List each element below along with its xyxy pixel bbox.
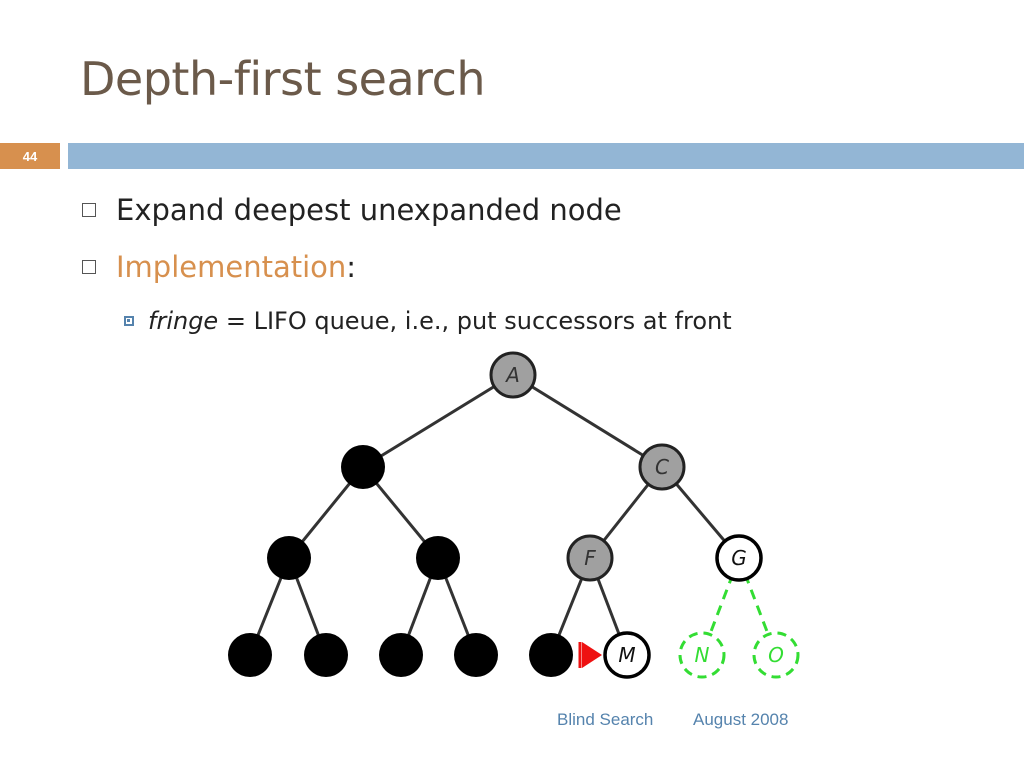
node-i: [304, 633, 348, 677]
label-o: O: [768, 643, 784, 667]
label-f: F: [584, 546, 596, 570]
label-a: A: [504, 363, 520, 387]
node-o: [752, 631, 800, 679]
label-g: G: [731, 546, 747, 570]
node-g: [715, 534, 763, 582]
white-nodes: [603, 534, 763, 679]
fringe-word: fringe: [148, 307, 219, 335]
gray-nodes: [489, 351, 686, 582]
implementation-label: Implementation: [116, 250, 347, 284]
bullet-box-icon: [82, 260, 96, 274]
bullet-box-icon: [82, 203, 96, 217]
node-a: [489, 351, 537, 399]
slide-title: Depth-first search: [80, 52, 486, 106]
bullet-expand-text: Expand deepest unexpanded node: [116, 193, 622, 227]
bullet-expand: Expand deepest unexpanded node: [82, 193, 622, 227]
label-m: M: [618, 643, 635, 667]
edge-a-b: [362, 373, 514, 469]
node-d: [267, 536, 311, 580]
node-m: [603, 631, 651, 679]
title-bar: [68, 143, 1024, 169]
node-j: [379, 633, 423, 677]
node-f: [566, 534, 614, 582]
label-n: N: [695, 643, 710, 667]
bullet-implementation: Implementation:: [82, 250, 356, 284]
node-labels: A C F G M N O: [504, 363, 784, 667]
node-h: [228, 633, 272, 677]
node-l: [529, 633, 573, 677]
node-n: [678, 631, 726, 679]
fringe-description: = LIFO queue, i.e., put successors at fr…: [218, 307, 732, 335]
node-e: [416, 536, 460, 580]
node-c: [638, 443, 686, 491]
slide-number: 44: [0, 143, 60, 169]
implementation-colon: :: [346, 250, 357, 284]
expanded-nodes: [228, 445, 573, 677]
footer-date: August 2008: [693, 710, 789, 729]
label-c: C: [655, 455, 669, 479]
green-nodes: [678, 631, 800, 679]
edge-a-c: [512, 373, 663, 469]
current-node-pointer-icon: [582, 642, 602, 668]
tree-edges: [248, 373, 741, 656]
node-k: [454, 633, 498, 677]
sub-bullet-fringe: fringe = LIFO queue, i.e., put successor…: [124, 307, 732, 335]
footer-topic: Blind Search: [557, 710, 654, 729]
node-b: [341, 445, 385, 489]
sub-bullet-square-icon: [124, 316, 134, 326]
